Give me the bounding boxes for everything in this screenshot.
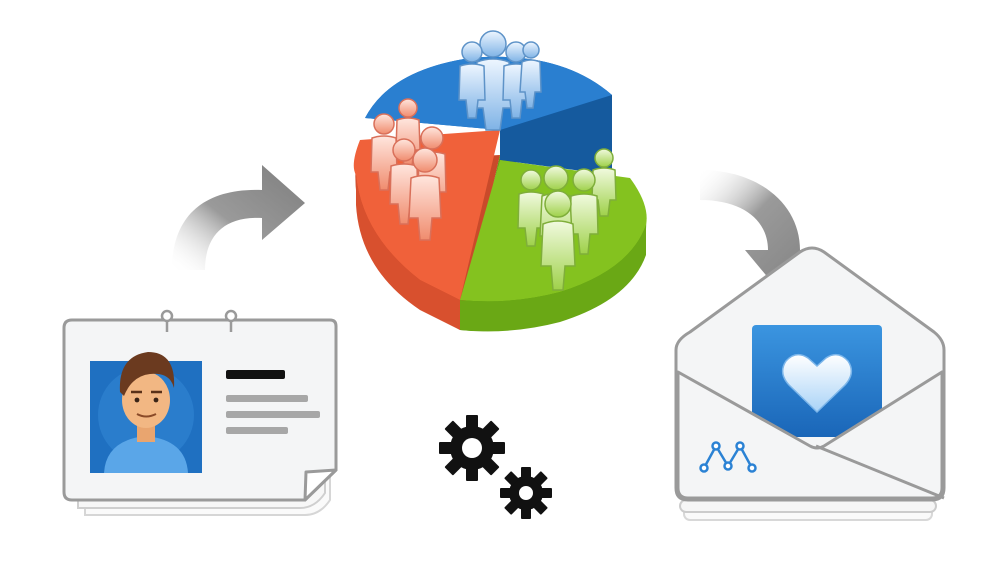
- card-text-line: [226, 427, 288, 434]
- card-text-line: [226, 395, 308, 402]
- personalized-email: [674, 246, 946, 521]
- people-group-icon: [458, 30, 542, 131]
- user-avatar-icon: [90, 352, 202, 473]
- brand-logo-icon: [699, 441, 757, 473]
- contact-profile-card: [62, 309, 338, 516]
- card-name-line: [226, 370, 285, 379]
- card-text-line: [226, 411, 320, 418]
- email-letter: [752, 325, 882, 437]
- card-hole-right: [224, 309, 238, 332]
- card-hole-left: [160, 309, 174, 332]
- heart-icon: [781, 353, 853, 414]
- people-group-icon: [517, 148, 617, 291]
- arrow-card-to-segments: [172, 165, 305, 270]
- audience-segmentation-pie: [353, 30, 647, 332]
- people-group-icon: [370, 98, 447, 241]
- gears-icon: [439, 415, 552, 519]
